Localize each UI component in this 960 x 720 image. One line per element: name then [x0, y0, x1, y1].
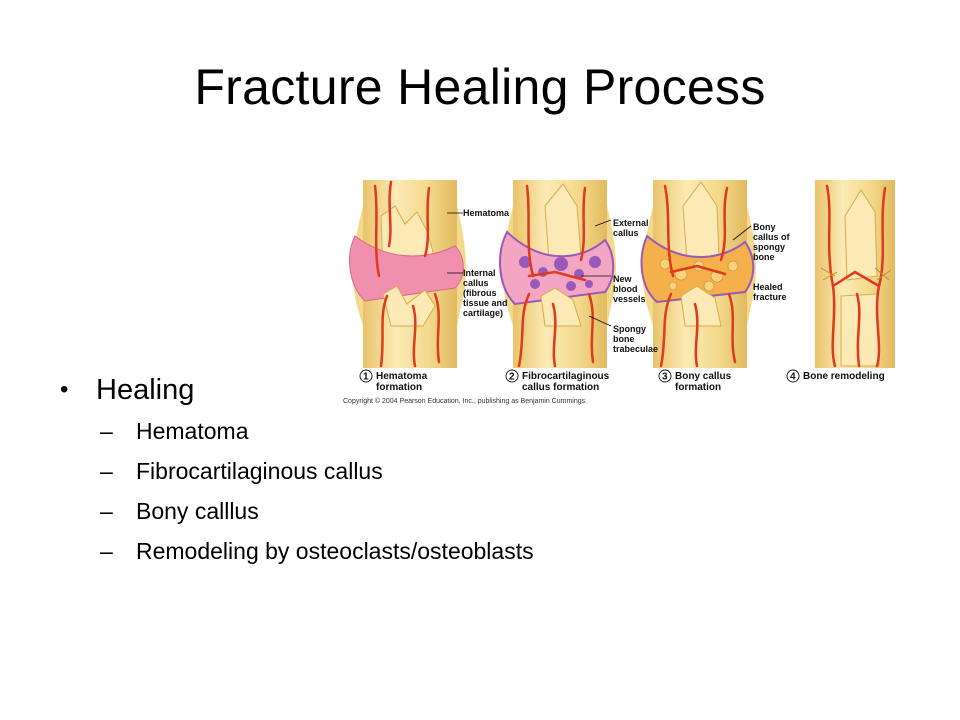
svg-text:formation: formation: [675, 382, 721, 393]
slide-title: Fracture Healing Process: [194, 59, 766, 115]
sub-bullet-item: – Remodeling by osteoclasts/osteoblasts: [60, 538, 540, 564]
sub-bullet-text: Remodeling by osteoclasts/osteoblasts: [136, 538, 534, 564]
dash-icon: –: [100, 498, 113, 524]
dash-icon: –: [100, 418, 113, 444]
sub-bullet-text: Fibrocartilaginous callus: [136, 458, 383, 484]
figure-labels: Hematoma Internal callus (fibrous tissue…: [463, 208, 792, 354]
svg-text:formation: formation: [376, 382, 422, 393]
stage-caption-4: 4 Bone remodeling: [786, 369, 885, 383]
dash-icon: –: [100, 458, 113, 484]
sub-bullet-list: – Hematoma – Fibrocartilaginous callus –…: [60, 418, 540, 564]
hematoma-mass: [349, 235, 464, 302]
bullet-dot-icon: •: [60, 376, 69, 403]
label-new-blood-vessels: New blood vessels: [613, 274, 646, 304]
label-bony-callus: Bony callus of spongy bone: [753, 222, 792, 262]
svg-text:callus formation: callus formation: [522, 382, 599, 393]
sub-bullet-text: Hematoma: [136, 418, 249, 444]
label-external-callus: External callus: [613, 218, 651, 238]
sub-bullet-item: – Fibrocartilaginous callus: [60, 458, 540, 484]
sub-bullet-item: – Hematoma: [60, 418, 540, 444]
label-spongy-bone-trabeculae: Spongy bone trabeculae: [613, 324, 658, 354]
svg-text:3: 3: [662, 372, 668, 383]
bullet-list: • Healing – Hematoma – Fibrocartilaginou…: [60, 370, 540, 578]
sub-bullet-text: Bony calllus: [136, 498, 259, 524]
label-internal-callus: Internal callus (fibrous tissue and cart…: [463, 268, 510, 318]
svg-text:2: 2: [509, 372, 515, 383]
figure-copyright: Copyright © 2004 Pearson Education, Inc.…: [343, 397, 587, 405]
stage-caption-1: 1 Hematoma formation: [359, 369, 428, 393]
stage-1-vessels: [373, 180, 441, 368]
svg-text:Bone remodeling: Bone remodeling: [803, 371, 885, 382]
svg-text:4: 4: [790, 372, 796, 383]
stage-3-bony-callus-drawing: [640, 180, 756, 368]
label-healed-fracture: Healed fracture: [753, 282, 787, 302]
svg-text:Hematoma: Hematoma: [376, 371, 428, 382]
fracture-stages-svg: Hematoma Internal callus (fibrous tissue…: [343, 180, 895, 405]
stage-captions: 1 Hematoma formation 2 Fibrocartilaginou…: [359, 369, 885, 393]
bullet-healing: • Healing: [60, 370, 540, 410]
stage-1-hematoma-drawing: [349, 180, 466, 368]
fracture-healing-illustration: Hematoma Internal callus (fibrous tissue…: [335, 176, 905, 408]
dash-icon: –: [100, 538, 113, 564]
stage-caption-2: 2 Fibrocartilaginous callus formation: [505, 369, 610, 393]
svg-text:Bony callus: Bony callus: [675, 371, 732, 382]
stage-2-callus-drawing: [499, 180, 616, 368]
bullet-healing-text: Healing: [96, 374, 195, 406]
stage-caption-3: 3 Bony callus formation: [658, 369, 732, 393]
label-hematoma: Hematoma: [463, 208, 510, 218]
sub-bullet-item: – Bony calllus: [60, 498, 540, 524]
svg-text:1: 1: [363, 372, 369, 383]
stage-4-remodeling-drawing: [815, 180, 895, 368]
svg-text:Fibrocartilaginous: Fibrocartilaginous: [522, 371, 610, 382]
